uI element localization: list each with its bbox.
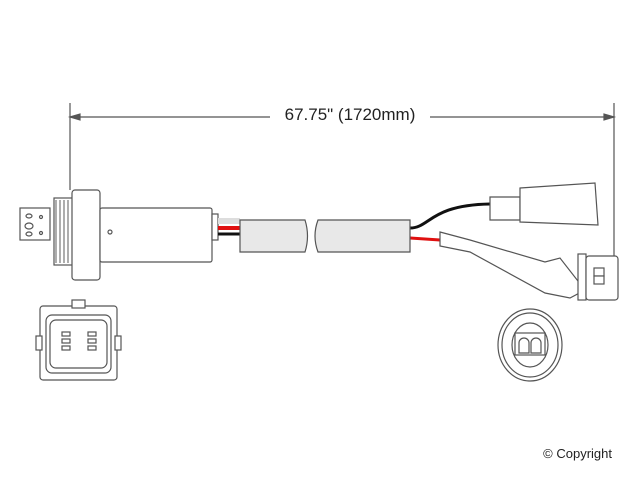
cable-sheath bbox=[239, 219, 411, 253]
overall-length-dimension: 67.75" (1720mm) bbox=[270, 105, 430, 125]
sensor-body bbox=[19, 189, 219, 281]
wires bbox=[218, 202, 491, 242]
copyright-notice: © Copyright bbox=[543, 446, 612, 461]
black-wire-connector bbox=[489, 182, 599, 226]
harness-connector-face bbox=[497, 308, 563, 382]
sensor-connector-face bbox=[35, 299, 122, 381]
red-wire-connector bbox=[439, 231, 619, 301]
